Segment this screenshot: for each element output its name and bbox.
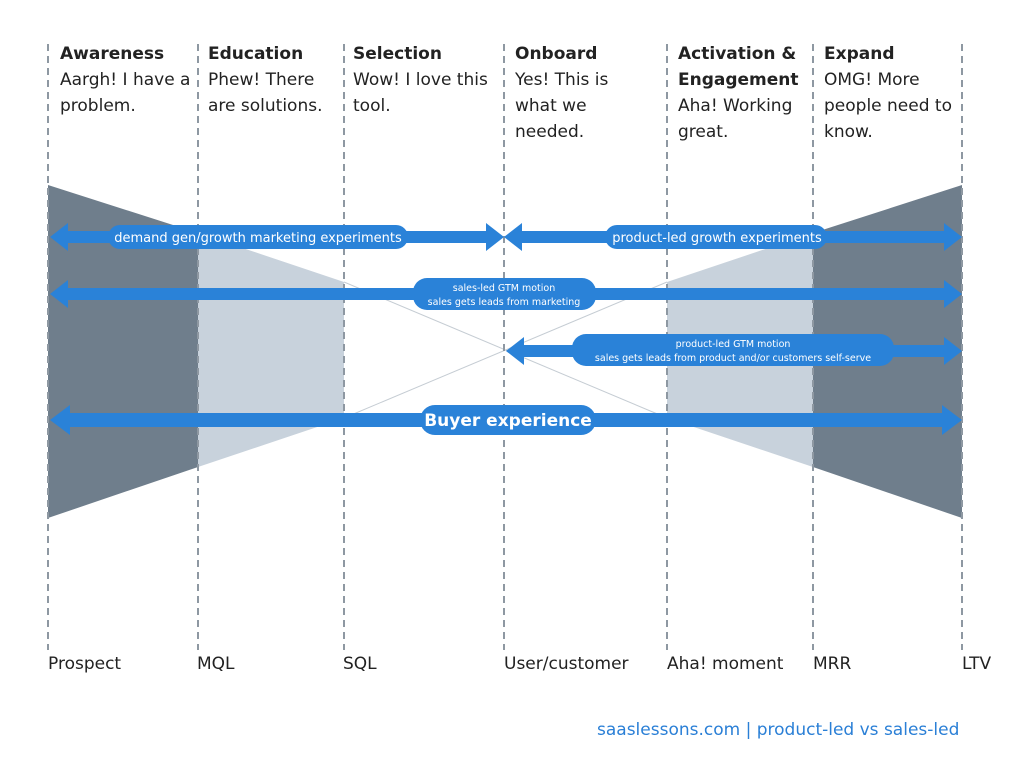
demand-gen-pill <box>108 225 408 249</box>
stage-desc: Aargh! I have a problem. <box>60 70 191 116</box>
plg-experiments-label: product-led growth experiments <box>612 231 822 246</box>
stage-education: Education Phew! There are solutions. <box>208 41 338 119</box>
arrowhead-right <box>944 337 962 365</box>
stage-activation: Activation & Engagement Aha! Working gre… <box>678 41 806 145</box>
left-dark-funnel <box>48 185 198 518</box>
arrowhead-left <box>504 223 522 251</box>
milestone-mql: MQL <box>197 654 235 674</box>
stage-desc: Wow! I love this tool. <box>353 70 488 116</box>
stage-desc: OMG! More people need to know. <box>824 70 952 142</box>
product-led-sub: sales gets leads from product and/or cus… <box>595 353 871 364</box>
product-led-title: product-led GTM motion <box>676 339 791 350</box>
arrowhead-right <box>942 405 962 435</box>
stage-desc: Phew! There are solutions. <box>208 70 323 116</box>
arrowhead-right <box>944 223 962 251</box>
arrowhead-left <box>50 223 68 251</box>
milestone-mrr: MRR <box>813 654 852 674</box>
arrowhead-left <box>50 405 70 435</box>
funnel-guide-line <box>343 281 668 419</box>
stage-title: Selection <box>353 44 442 64</box>
footer-credit: saaslessons.com | product-led vs sales-l… <box>597 720 960 740</box>
stage-expand: Expand OMG! More people need to know. <box>824 41 959 145</box>
stage-selection: Selection Wow! I love this tool. <box>353 41 498 119</box>
arrowhead-right <box>486 223 504 251</box>
stage-title: Onboard <box>515 44 598 64</box>
plg-experiments-pill <box>605 225 827 249</box>
product-led-pill <box>572 334 894 366</box>
arrowhead-left <box>506 337 524 365</box>
left-light-funnel <box>198 233 344 467</box>
milestone-user-customer: User/customer <box>504 654 629 674</box>
sales-led-pill <box>413 278 596 310</box>
sales-led-sub: sales gets leads from marketing <box>428 297 581 308</box>
milestone-prospect: Prospect <box>48 654 122 674</box>
sales-led-title: sales-led GTM motion <box>453 283 555 294</box>
stage-onboard: Onboard Yes! This is what we needed. <box>515 41 625 145</box>
arrowhead-left <box>50 280 68 308</box>
buyer-pill <box>420 405 596 435</box>
milestone-aha-moment: Aha! moment <box>667 654 784 674</box>
stage-title: Awareness <box>60 44 165 64</box>
stage-desc: Yes! This is what we needed. <box>515 70 609 142</box>
buyer-experience-label: Buyer experience <box>424 411 592 431</box>
arrowhead-right <box>944 280 962 308</box>
stage-title: Activation & Engagement <box>678 44 799 90</box>
milestone-ltv: LTV <box>962 654 992 674</box>
stage-title: Education <box>208 44 304 64</box>
demand-gen-label: demand gen/growth marketing experiments <box>114 231 402 246</box>
milestone-sql: SQL <box>343 654 377 674</box>
stage-awareness: Awareness Aargh! I have a problem. <box>60 41 210 119</box>
stage-title: Expand <box>824 44 895 64</box>
stage-desc: Aha! Working great. <box>678 96 793 142</box>
